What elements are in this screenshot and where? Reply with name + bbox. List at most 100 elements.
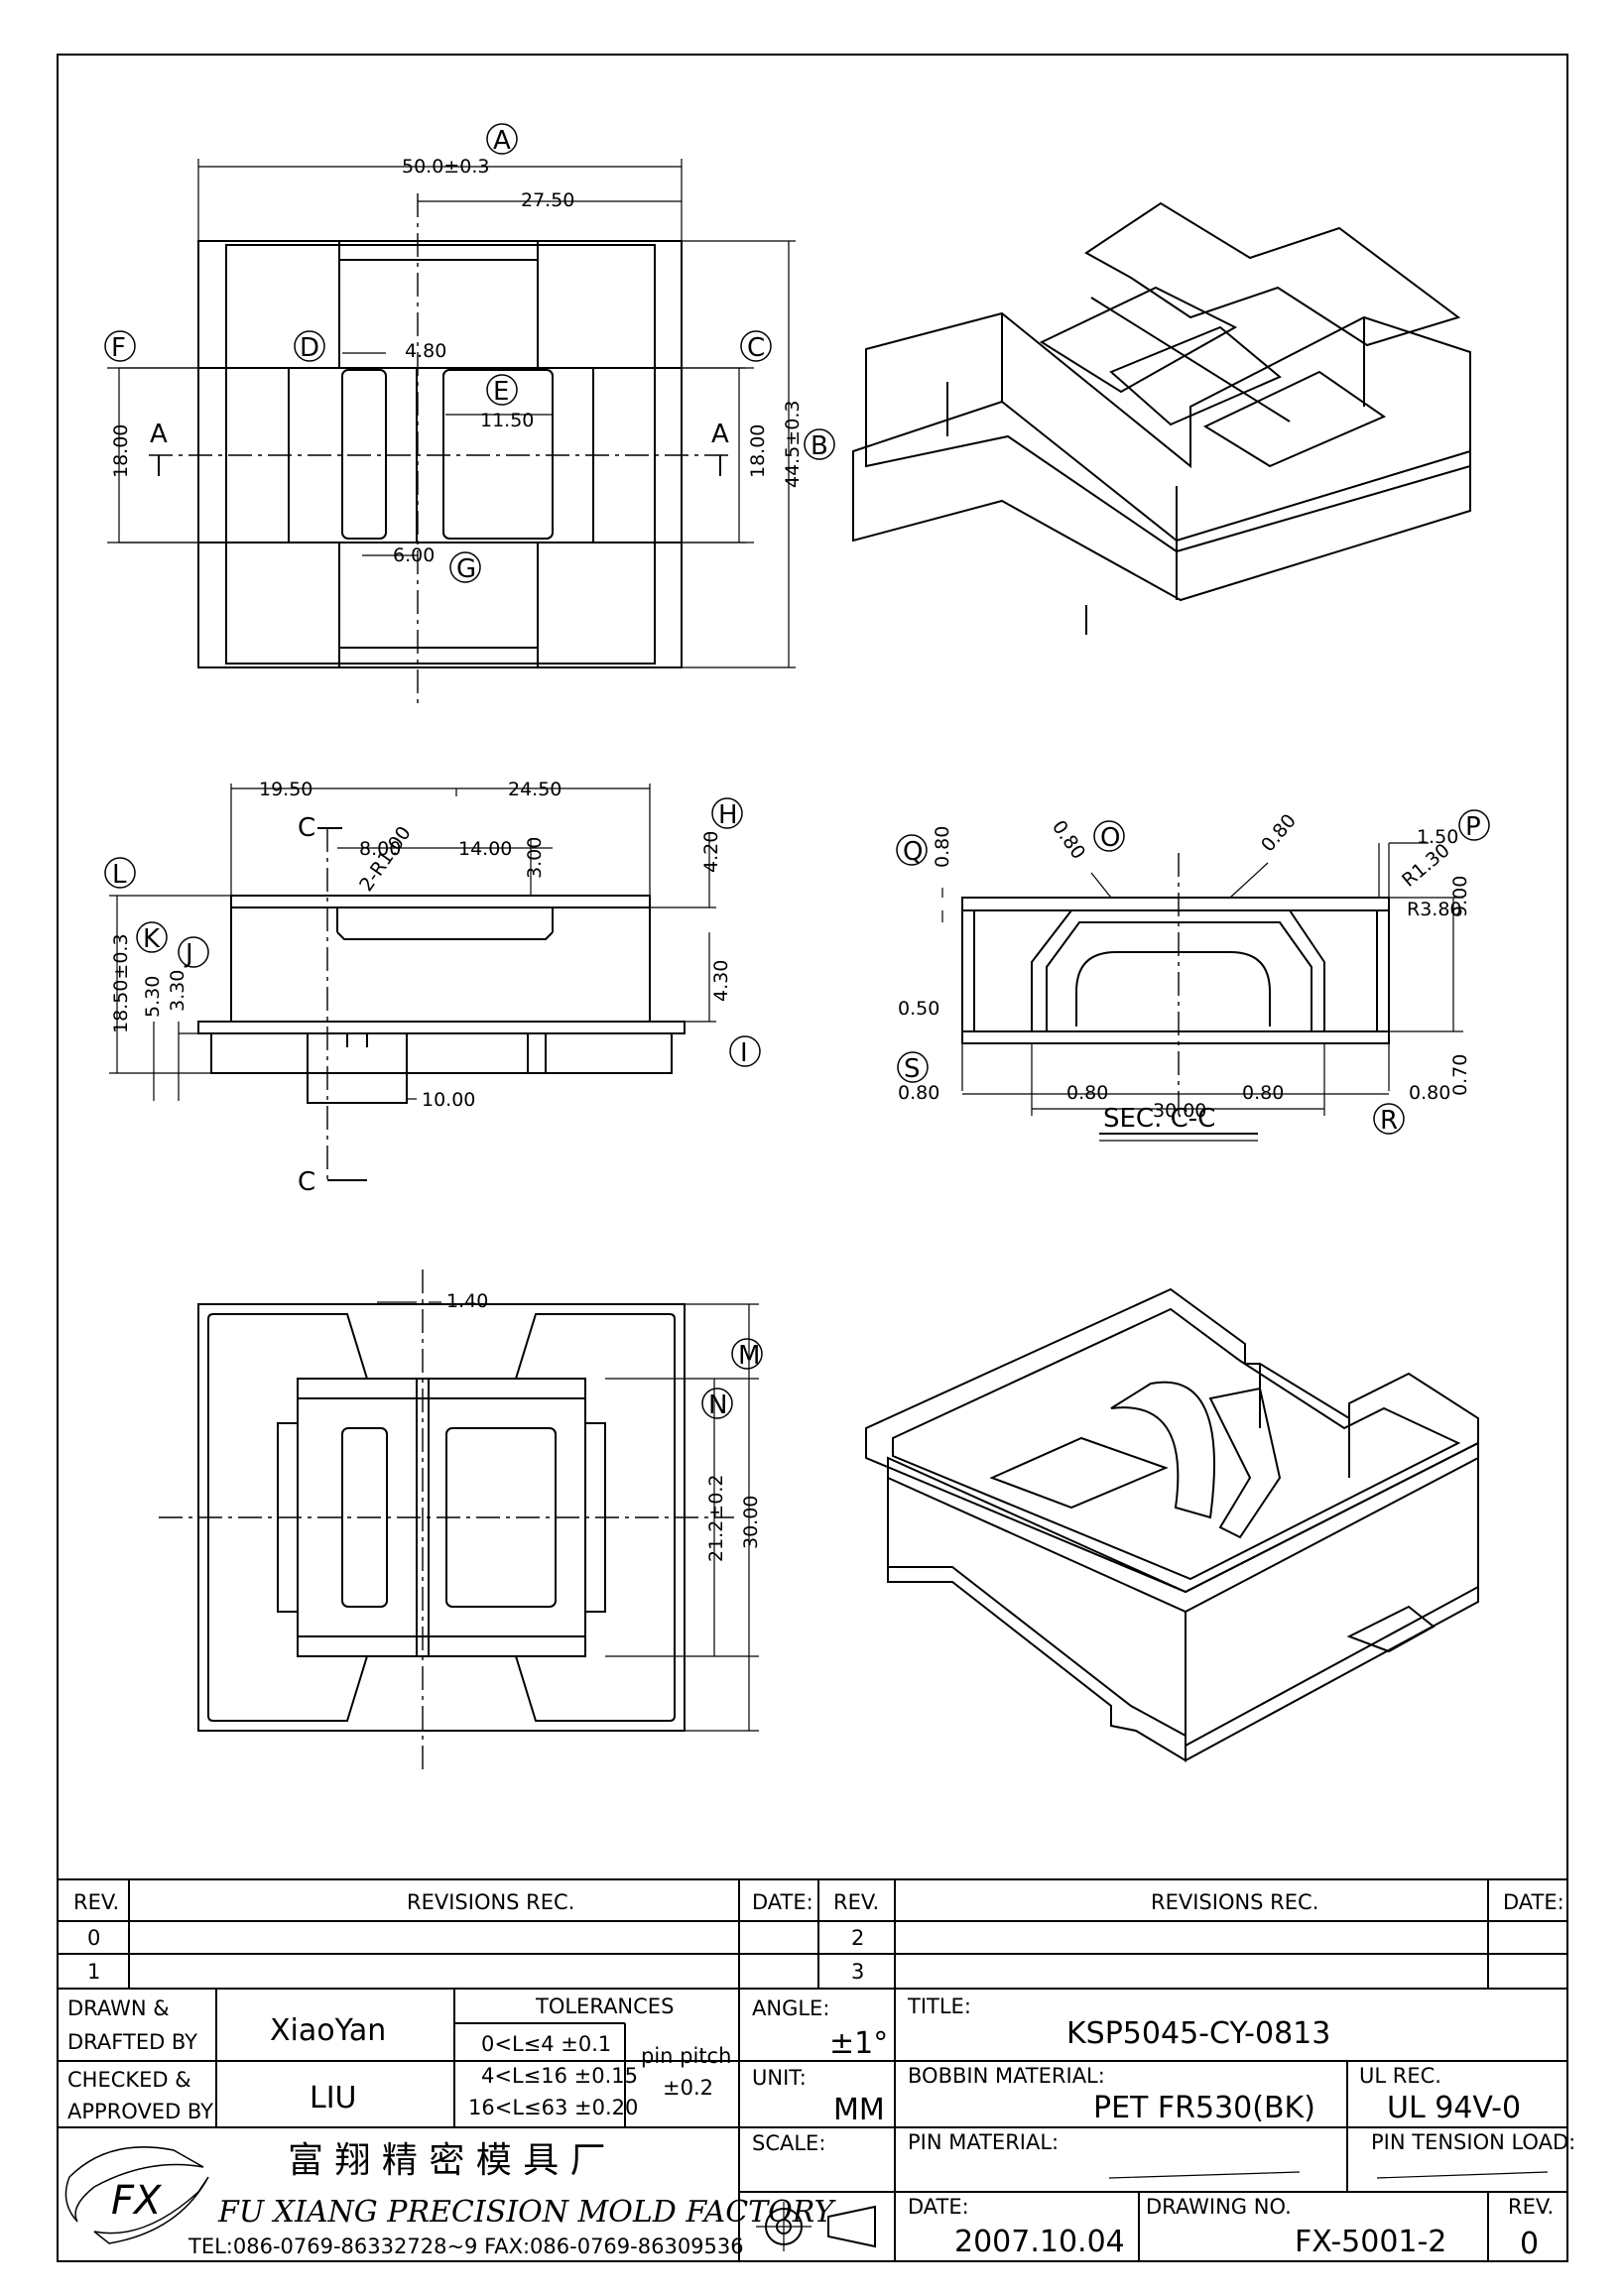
tol-row-2: 4<L≤16 ±0.15 (481, 2064, 638, 2088)
pin-pitch-value: ±0.2 (663, 2076, 713, 2100)
callout-a: A (493, 126, 511, 156)
angle-value: ±1° (829, 2026, 888, 2061)
drawing-no-value: FX-5001-2 (1295, 2225, 1446, 2259)
dim-b080c: 0.80 (1409, 1082, 1450, 1104)
dim-530: 5.30 (142, 976, 164, 1018)
pin-material-label: PIN MATERIAL: (908, 2130, 1059, 2154)
dim-050: 0.50 (898, 998, 939, 1020)
callout-f: F (111, 333, 126, 363)
logo-text: FX (111, 2178, 163, 2224)
date-value: 2007.10.04 (954, 2225, 1125, 2259)
sheet-border (57, 54, 1568, 2262)
callout-q: Q (903, 837, 923, 867)
ul-value: UL 94V-0 (1387, 2091, 1521, 2125)
dim-height: 18.50±0.3 (110, 933, 132, 1033)
date-header-left: DATE: (752, 1890, 813, 1914)
drawing-no-label: DRAWING NO. (1146, 2195, 1292, 2219)
callout-n: N (708, 1390, 727, 1420)
drawn-label-1: DRAWN & (67, 1996, 170, 2020)
dim-center-w: 11.50 (480, 410, 534, 431)
top-view: 50.0±0.3 27.50 4.80 11.50 6.00 18.00 18.… (104, 123, 835, 704)
date-header-right: DATE: (1503, 1890, 1564, 1914)
angle-label: ANGLE: (752, 1996, 829, 2020)
callout-b: B (811, 431, 828, 461)
section-mark-top: C (298, 813, 315, 843)
rev-row-2: 2 (851, 1926, 864, 1950)
dim-1400: 14.00 (458, 838, 512, 860)
company-name-cn: 富 翔 精 密 模 具 厂 (288, 2140, 606, 2181)
dim-o080: 0.80 (1048, 816, 1089, 863)
dim-1000: 10.00 (422, 1089, 475, 1111)
pin-pitch-label: pin pitch (641, 2044, 731, 2068)
callout-d: D (300, 333, 319, 363)
dim-left-gap: 6.00 (393, 544, 435, 566)
dim-140: 1.40 (446, 1290, 488, 1312)
tol-row-1: 0<L≤4 ±0.1 (481, 2032, 611, 2056)
company-contact: TEL:086-0769-86332728~9 FAX:086-0769-863… (187, 2235, 744, 2258)
pin-tension-label: PIN TENSION LOAD: (1371, 2130, 1575, 2154)
unit-label: UNIT: (752, 2066, 807, 2090)
dim-b080b: 0.80 (1242, 1082, 1284, 1104)
title-label: TITLE: (907, 1994, 971, 2018)
callout-o: O (1100, 823, 1120, 853)
callout-c: C (747, 333, 765, 363)
iso-view-bottom (865, 1287, 1479, 1762)
callout-i: I (740, 1038, 748, 1068)
bottom-view: 1.40 21.2±0.2 30.00 M N (159, 1269, 763, 1775)
dim-overall-h: 44.5±0.3 (782, 401, 804, 488)
dim-s080: 0.80 (898, 1082, 939, 1104)
rev-header-left: REV. (73, 1890, 119, 1914)
callout-j: J (184, 939, 193, 969)
revisions-header-right: REVISIONS REC. (1151, 1890, 1318, 1914)
revisions-header-left: REVISIONS REC. (407, 1890, 574, 1914)
tolerances-label: TOLERANCES (535, 1994, 674, 2018)
callout-m: M (738, 1341, 760, 1371)
company-logo: FX (64, 2146, 209, 2244)
checked-value: LIU (310, 2081, 357, 2115)
section-title: SEC. C-C (1103, 1104, 1215, 1134)
dim-800: 8.00 (359, 838, 401, 860)
section-mark-left: A (150, 420, 168, 449)
callout-k: K (143, 924, 161, 954)
unit-value: MM (833, 2093, 885, 2127)
date-label: DATE: (908, 2195, 969, 2219)
dim-p150: 1.50 (1417, 826, 1458, 848)
bobbin-value: PET FR530(BK) (1093, 2091, 1315, 2125)
callout-r: R (1380, 1106, 1398, 1136)
dim-330: 3.30 (167, 970, 188, 1012)
side-view: 19.50 24.50 8.00 2-R1.00 14.00 3.00 4.20… (104, 779, 761, 1197)
dim-width30: 30.00 (1153, 1100, 1206, 1122)
callout-e: E (493, 377, 509, 407)
section-view: 0.80 0.80 0.80 1.50 R1.30 R3.80 9.00 0.5… (896, 809, 1490, 1142)
tol-row-3: 16<L≤63 ±0.20 (468, 2096, 638, 2119)
title-value: KSP5045-CY-0813 (1066, 2016, 1330, 2051)
iso-view-top (852, 201, 1471, 635)
callout-h: H (718, 800, 738, 830)
rev-row-0: 0 (87, 1926, 100, 1950)
rev-header-right: REV. (833, 1890, 879, 1914)
scale-label: SCALE: (752, 2131, 825, 2155)
checked-label-2: APPROVED BY (67, 2100, 213, 2123)
dim-300: 3.00 (524, 837, 546, 879)
drawn-value: XiaoYan (270, 2013, 386, 2048)
dim-q080: 0.80 (932, 826, 953, 868)
callout-l: L (112, 860, 127, 890)
projection-symbol (756, 2202, 876, 2251)
rev-row-3: 3 (851, 1960, 864, 1984)
section-mark-right: A (711, 420, 729, 449)
dim-3000: 30.00 (740, 1496, 762, 1549)
rev-row-1: 1 (87, 1960, 100, 1984)
callout-p: P (1465, 812, 1481, 842)
company-name-en: FU XIANG PRECISION MOLD FACTORY (217, 2195, 836, 2230)
bobbin-label: BOBBIN MATERIAL: (908, 2064, 1105, 2088)
dim-r080: 0.80 (1257, 810, 1301, 857)
title-block: FX REV. REVISIONS REC. DATE: REV. REVISI… (57, 1878, 1575, 2262)
callout-g: G (456, 554, 476, 584)
ul-label: UL REC. (1359, 2064, 1441, 2088)
callout-s: S (904, 1054, 921, 1084)
dim-right-w: 24.50 (508, 779, 562, 800)
dim-b080a: 0.80 (1066, 1082, 1108, 1104)
section-mark-bottom: C (298, 1167, 315, 1197)
dim-900: 9.00 (1449, 876, 1471, 917)
